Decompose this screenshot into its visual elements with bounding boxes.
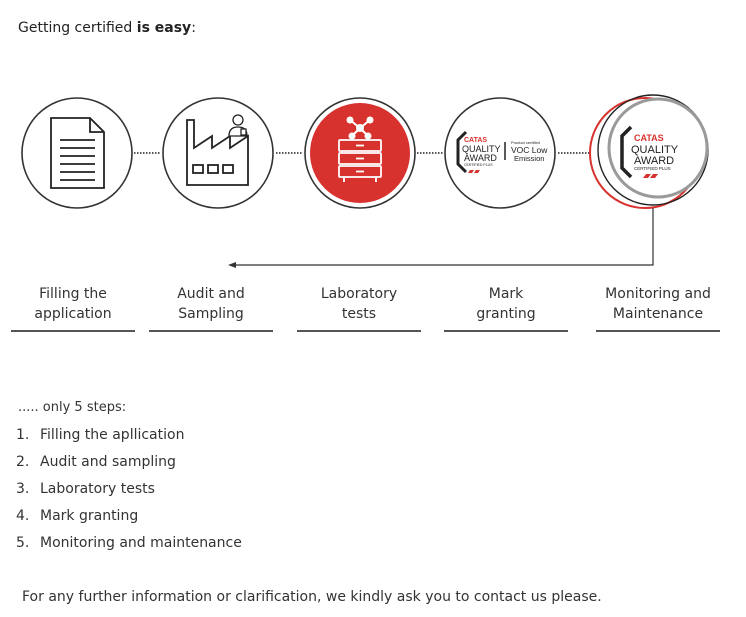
intro-prefix: Getting certified xyxy=(18,20,137,36)
badge5-certified: CERTIFIED PLUS xyxy=(634,166,671,171)
process-diagram: CATAS QUALITY AWARD CERTIFIED PLUS Produ… xyxy=(21,94,709,268)
step-label-2-line2: Sampling xyxy=(178,306,244,322)
list-item-number: 5. xyxy=(16,535,30,551)
award-seal-icon: CATAS QUALITY AWARD CERTIFIED PLUS xyxy=(620,125,679,179)
step-label-4: Mark granting xyxy=(444,284,568,332)
badge5-quality: QUALITY xyxy=(631,144,679,156)
document-icon xyxy=(50,117,105,189)
badge4-product-certified: Product certified xyxy=(511,140,540,145)
badge5-catas: CATAS xyxy=(634,133,664,143)
step-label-1-line1: Filling the xyxy=(39,286,107,302)
step-2-circle xyxy=(162,97,274,209)
list-item-number: 2. xyxy=(16,454,30,470)
step-3-circle xyxy=(304,97,416,209)
step-label-1: Filling the application xyxy=(11,284,135,332)
step-label-5: Monitoring and Maintenance xyxy=(596,284,720,332)
list-item: 2. Audit and sampling xyxy=(16,452,242,479)
step-label-5-line2: Maintenance xyxy=(612,306,704,322)
badge4-catas: CATAS xyxy=(464,137,487,144)
steps-list: 1. Filling the apllication 2. Audit and sa… xyxy=(16,425,242,560)
list-item-number: 4. xyxy=(16,508,30,524)
feedback-arrow xyxy=(228,208,654,268)
step-label-3: Laboratory tests xyxy=(297,284,421,332)
step-label-2-line1: Audit and xyxy=(177,286,245,302)
list-item: 1. Filling the apllication xyxy=(16,425,242,452)
step-label-1-line2: application xyxy=(34,306,112,322)
drawer-cabinet-icon xyxy=(338,139,382,182)
list-item-text: Monitoring and maintenance xyxy=(40,535,242,551)
step-label-3-line1: Laboratory xyxy=(320,286,398,302)
intro-text: Getting certified is easy: xyxy=(18,20,196,36)
list-item-text: Laboratory tests xyxy=(40,481,155,497)
molecule-icon xyxy=(346,116,374,140)
list-item: 5. Monitoring and maintenance xyxy=(16,533,242,560)
list-item: 3. Laboratory tests xyxy=(16,479,242,506)
badge4-quality: QUALITY xyxy=(462,144,501,154)
list-item: 4. Mark granting xyxy=(16,506,242,533)
step-label-4-line1: Mark xyxy=(488,286,524,302)
badge4-certified: CERTIFIED PLUS xyxy=(464,163,493,167)
steps-note: ..... only 5 steps: xyxy=(18,400,127,415)
step-1-circle xyxy=(21,97,133,209)
step-label-5-line1: Monitoring and xyxy=(605,286,711,302)
step-label-2: Audit and Sampling xyxy=(149,284,273,332)
list-item-text: Audit and sampling xyxy=(40,454,176,470)
list-item-number: 3. xyxy=(16,481,30,497)
step-label-4-line2: granting xyxy=(476,306,536,322)
list-item-number: 1. xyxy=(16,427,30,443)
intro-suffix: : xyxy=(191,20,196,36)
badge4-award: AWARD xyxy=(464,153,497,163)
intro-bold: is easy xyxy=(136,20,192,36)
step-4-circle: CATAS QUALITY AWARD CERTIFIED PLUS Produ… xyxy=(444,97,556,209)
award-badge-icon: CATAS QUALITY AWARD CERTIFIED PLUS Produ… xyxy=(456,130,548,174)
factory-icon xyxy=(186,119,249,186)
inspector-icon xyxy=(228,114,248,137)
list-item-text: Filling the apllication xyxy=(40,427,185,443)
footer-contact-text: For any further information or clarifica… xyxy=(22,589,602,605)
step-label-3-line2: tests xyxy=(341,306,377,322)
list-item-text: Mark granting xyxy=(40,508,139,524)
badge4-emission: Emission xyxy=(514,154,544,163)
badge5-award: AWARD xyxy=(634,155,674,167)
step-5-circle: CATAS QUALITY AWARD CERTIFIED PLUS xyxy=(589,94,709,209)
badge4-voc: VOC Low xyxy=(511,145,548,155)
